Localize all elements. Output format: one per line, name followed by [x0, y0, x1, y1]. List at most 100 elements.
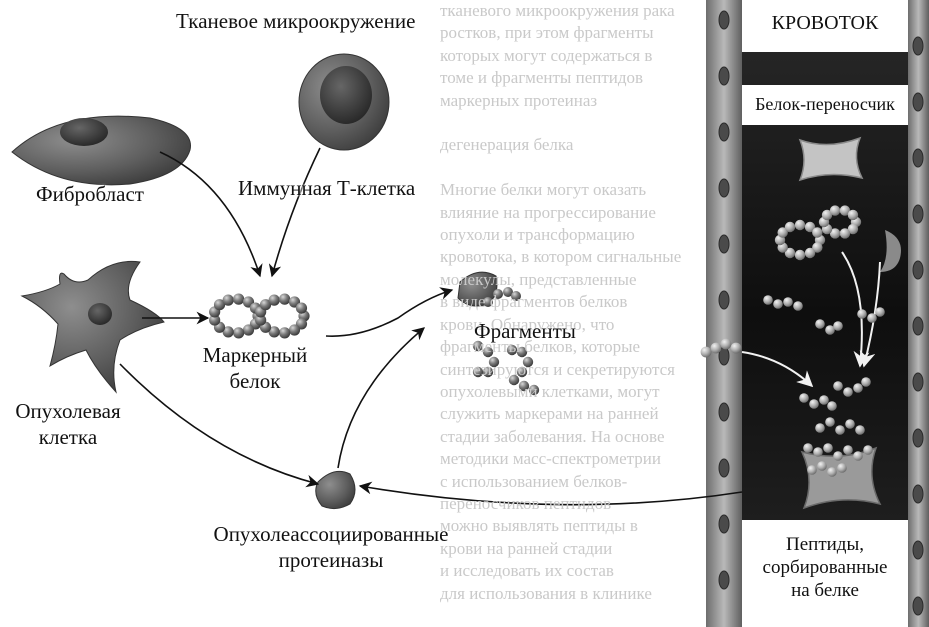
- vessel-wall-nucleus: [913, 261, 923, 279]
- background-text-line: томе и фрагменты пептидов: [440, 67, 720, 89]
- carrier-protein-shape: [800, 138, 862, 180]
- label-bloodstream: КРОВОТОК: [742, 12, 908, 35]
- background-text-line: дегенерация белка: [440, 134, 720, 156]
- label-marker-protein: Маркерный белок: [200, 342, 310, 394]
- bound-peptide-bead: [825, 417, 835, 427]
- bound-peptide-bead: [799, 393, 809, 403]
- background-text-line: переносчиков пептидов: [440, 493, 720, 515]
- vessel-wall-nucleus: [913, 317, 923, 335]
- vessel-wall-nucleus: [719, 179, 729, 197]
- bound-peptide-bead: [807, 465, 817, 475]
- label-proteinases: Опухолеассоциированные протеиназы: [166, 521, 496, 573]
- blood-peptide-bead: [840, 228, 850, 238]
- vessel-wall-nucleus: [913, 373, 923, 391]
- bound-peptide-bead: [855, 425, 865, 435]
- vessel-wall-nucleus: [913, 485, 923, 503]
- blood-peptide-bead: [805, 248, 815, 258]
- vessel-wall-nucleus: [913, 93, 923, 111]
- arrow-proteinase-to-marker: [338, 328, 424, 468]
- background-text-line: для использования в клинике: [440, 583, 720, 605]
- vessel-wall-nucleus: [719, 515, 729, 533]
- arrow-marker-to-fragments: [326, 290, 452, 336]
- marker-protein-bead: [279, 327, 290, 338]
- vessel-wall-nucleus: [719, 123, 729, 141]
- blood-peptide-bead: [773, 299, 783, 309]
- proteinase-crescent-bottom: [316, 471, 355, 508]
- label-peptides-line2: сорбированные: [742, 556, 908, 579]
- label-fibroblast: Фибробласт: [36, 181, 144, 207]
- label-proteinases-line2: протеиназы: [166, 547, 496, 573]
- background-text-line: которых могут содержаться в: [440, 45, 720, 67]
- bound-peptide-bead: [809, 399, 819, 409]
- vessel-wall-nucleus: [719, 235, 729, 253]
- background-text-line: стадии заболевания. На основе: [440, 426, 720, 448]
- blood-peptide-bead: [812, 227, 822, 237]
- marker-protein-bead: [233, 294, 244, 305]
- background-text-line: синтезируются и секретируются: [440, 359, 720, 381]
- vessel-wall-nucleus: [913, 597, 923, 615]
- blood-peptide-bead: [867, 313, 877, 323]
- bound-peptide-bead: [843, 387, 853, 397]
- bound-peptide-bead: [823, 443, 833, 453]
- vessel-wall-nucleus: [719, 291, 729, 309]
- label-peptides: Пептиды, сорбированные на белке: [742, 533, 908, 602]
- bound-peptide-bead: [835, 425, 845, 435]
- vessel-wall-nucleus: [719, 571, 729, 589]
- bound-peptide-bead: [827, 467, 837, 477]
- label-fragments: Фрагменты: [474, 318, 576, 344]
- bound-peptide-bead: [853, 383, 863, 393]
- bound-peptide-bead: [853, 451, 863, 461]
- label-t-cell: Иммунная Т-клетка: [238, 175, 415, 201]
- background-text-line: в виде фрагментов белков: [440, 291, 720, 313]
- bound-peptide-bead: [813, 447, 823, 457]
- background-text-line: молекулы, представленные: [440, 269, 720, 291]
- tumor-cell-nucleus: [88, 303, 112, 325]
- marker-protein-bead: [233, 327, 244, 338]
- bound-peptide-bead: [817, 461, 827, 471]
- vessel-wall-nucleus: [719, 67, 729, 85]
- peptide-crossing-bead: [731, 343, 742, 354]
- blood-peptide-bead: [815, 319, 825, 329]
- vessel-wall-nucleus: [913, 541, 923, 559]
- marker-protein-bead: [296, 302, 307, 313]
- vessel-wall-nucleus: [913, 205, 923, 223]
- bound-peptide-bead: [843, 445, 853, 455]
- vessel-wall-nucleus: [913, 429, 923, 447]
- bound-peptide-bead: [815, 423, 825, 433]
- marker-protein-bead: [243, 324, 254, 335]
- marker-protein-bead: [223, 295, 234, 306]
- peptide-crossing-bead: [721, 339, 732, 350]
- fibroblast-cell: [12, 116, 191, 185]
- bound-peptide-bead: [837, 463, 847, 473]
- vessel-wall-nucleus: [719, 11, 729, 29]
- background-text-line: тканевого микроокружения рака: [440, 0, 720, 22]
- blood-peptide-bead: [795, 220, 805, 230]
- background-text-line: влияние на прогрессирование: [440, 202, 720, 224]
- background-text-line: ростков, при этом фрагменты: [440, 22, 720, 44]
- bound-peptide-bead: [861, 377, 871, 387]
- blood-peptide-bead: [833, 321, 843, 331]
- blood-peptide-bead: [875, 307, 885, 317]
- tumor-cell: [22, 261, 164, 392]
- vessel-wall-nucleus: [719, 403, 729, 421]
- label-tumor-cell-line2: клетка: [4, 424, 132, 450]
- blood-peptide-bead: [795, 250, 805, 260]
- blood-peptide-bead: [785, 222, 795, 232]
- bound-peptide-bead: [819, 395, 829, 405]
- bound-peptide-bead: [827, 401, 837, 411]
- vessel-wall-nucleus: [913, 37, 923, 55]
- background-text-line: кровотока, в котором сигнальные: [440, 246, 720, 268]
- blood-peptide-bead: [830, 205, 840, 215]
- blood-peptide-bead: [763, 295, 773, 305]
- background-text-line: с использованием белков-: [440, 471, 720, 493]
- background-text-line: Многие белки могут оказать: [440, 179, 720, 201]
- blood-peptide-bead: [848, 210, 858, 220]
- label-peptides-line1: Пептиды,: [742, 533, 908, 556]
- background-text-line: опухоли и трансформацию: [440, 224, 720, 246]
- title-microenvironment: Тканевое микроокружение: [176, 8, 415, 34]
- bound-peptide-bead: [833, 451, 843, 461]
- background-text-line: [440, 157, 720, 179]
- label-tumor-cell-line1: Опухолевая: [4, 398, 132, 424]
- fibroblast-nucleus: [60, 118, 108, 146]
- background-text-line: опухолевыми клетками, могут: [440, 381, 720, 403]
